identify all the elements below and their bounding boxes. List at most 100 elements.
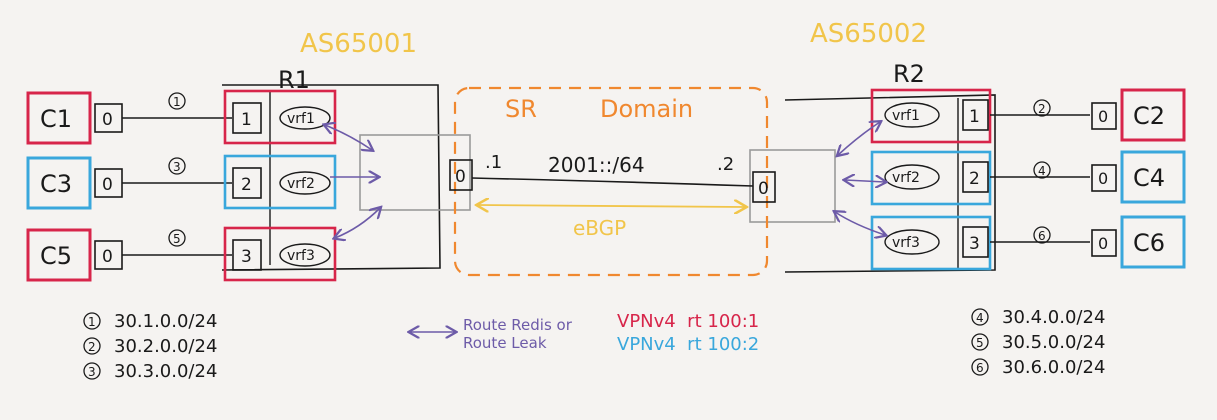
vrf-ellipse (279, 106, 331, 130)
client-port (1091, 229, 1117, 257)
vrf-box (223, 154, 337, 210)
client-name: C5 (40, 242, 72, 270)
prefix-text: 30.2.0.0/24 (114, 336, 217, 357)
sr-domain: SR Domain (453, 86, 769, 277)
router-port (232, 239, 262, 271)
client-name: C6 (1133, 229, 1165, 257)
client-name: C2 (1133, 102, 1165, 130)
legend-route-line1: Route Redis or (463, 316, 573, 334)
vrf-label: vrf3 (287, 248, 315, 264)
route-marker (1033, 99, 1051, 117)
route-leak-arrows (325, 122, 885, 238)
ebgp-arrow (478, 205, 745, 207)
vrf-label: vrf3 (892, 235, 920, 251)
client-row-c1: C1 0 1 1 vrf1 (26, 89, 337, 145)
router-port (962, 226, 989, 258)
client-port-label: 0 (1098, 234, 1108, 253)
prefix-marker-num: 5 (976, 336, 984, 350)
link-left-addr: .1 (485, 152, 502, 173)
route-marker-num: 4 (1038, 164, 1046, 178)
route-marker (1033, 226, 1051, 244)
prefix-item: 6 30.6.0.0/24 (971, 357, 1105, 378)
router-r1 (221, 84, 471, 271)
router-port-label: 3 (969, 234, 980, 254)
router-r1-label: R1 (278, 66, 310, 94)
client-box (26, 156, 92, 210)
as-left-label: AS65001 (300, 29, 417, 59)
prefix-marker (83, 312, 101, 330)
client-port-label: 0 (1098, 107, 1108, 126)
prefix-marker-num: 4 (976, 311, 984, 325)
client-port-label: 0 (1098, 169, 1108, 188)
vrf-ellipse (279, 171, 331, 195)
route-marker-num: 1 (173, 95, 181, 109)
domain-label: Domain (600, 95, 693, 123)
as-right-label: AS65002 (810, 19, 927, 49)
client-box (1120, 88, 1186, 142)
prefix-marker-num: 1 (88, 315, 96, 329)
client-box (1120, 215, 1186, 269)
prefix-item: 1 30.1.0.0/24 (83, 311, 217, 332)
client-port-label: 0 (102, 175, 113, 195)
vrf-box (223, 226, 337, 282)
vrf-label: vrf1 (892, 108, 920, 124)
link-subnet: 2001::/64 (548, 153, 645, 177)
client-port-label: 0 (102, 110, 113, 130)
prefix-marker-num: 6 (976, 361, 984, 375)
prefix-text: 30.6.0.0/24 (1002, 357, 1105, 378)
prefix-marker-num: 3 (88, 365, 96, 379)
router-port (232, 167, 262, 199)
client-port-label: 0 (102, 247, 113, 267)
vrf-label: vrf2 (287, 176, 315, 192)
prefix-marker (971, 358, 989, 376)
route-marker-num: 3 (173, 160, 181, 174)
client-name: C4 (1133, 164, 1165, 192)
r1-uplink-port-label: 0 (455, 167, 466, 187)
client-port (1091, 102, 1117, 130)
prefix-text: 30.5.0.0/24 (1002, 332, 1105, 353)
route-marker (168, 157, 186, 175)
client-box (26, 228, 92, 282)
router-port-label: 2 (969, 169, 980, 189)
prefix-item: 5 30.5.0.0/24 (971, 332, 1105, 353)
prefix-marker (971, 333, 989, 351)
route-marker (168, 92, 186, 110)
router-port (232, 102, 262, 134)
vrf-ellipse (884, 102, 940, 128)
r2-uplink-port (752, 171, 776, 203)
vrf-label: vrf1 (287, 111, 315, 127)
router-r2-label: R2 (893, 60, 925, 88)
legend-vpn-red: VPNv4 rt 100:1 (617, 311, 759, 332)
r2-uplink-port-label: 0 (758, 179, 769, 199)
router-port (962, 99, 989, 131)
r1-uplink-port (449, 159, 473, 191)
link-right-addr: .2 (717, 154, 734, 175)
ebgp-label: eBGP (573, 216, 626, 240)
client-name: C3 (40, 170, 72, 198)
prefix-text: 30.1.0.0/24 (114, 311, 217, 332)
inter-router-link: .1 2001::/64 .2 eBGP (471, 152, 754, 240)
prefix-marker (971, 308, 989, 326)
router-port-label: 1 (241, 110, 252, 130)
prefix-marker (83, 362, 101, 380)
vrf-box (870, 215, 992, 271)
router-port-label: 2 (241, 175, 252, 195)
vrf-box (870, 88, 992, 144)
client-row-c3: C3 0 3 2 vrf2 (26, 154, 337, 210)
client-name: C1 (40, 105, 72, 133)
router-port (962, 161, 989, 193)
vrf-box (223, 89, 337, 145)
prefix-marker-num: 2 (88, 340, 96, 354)
legend-route-line2: Route Leak (463, 334, 547, 352)
route-marker (168, 229, 186, 247)
